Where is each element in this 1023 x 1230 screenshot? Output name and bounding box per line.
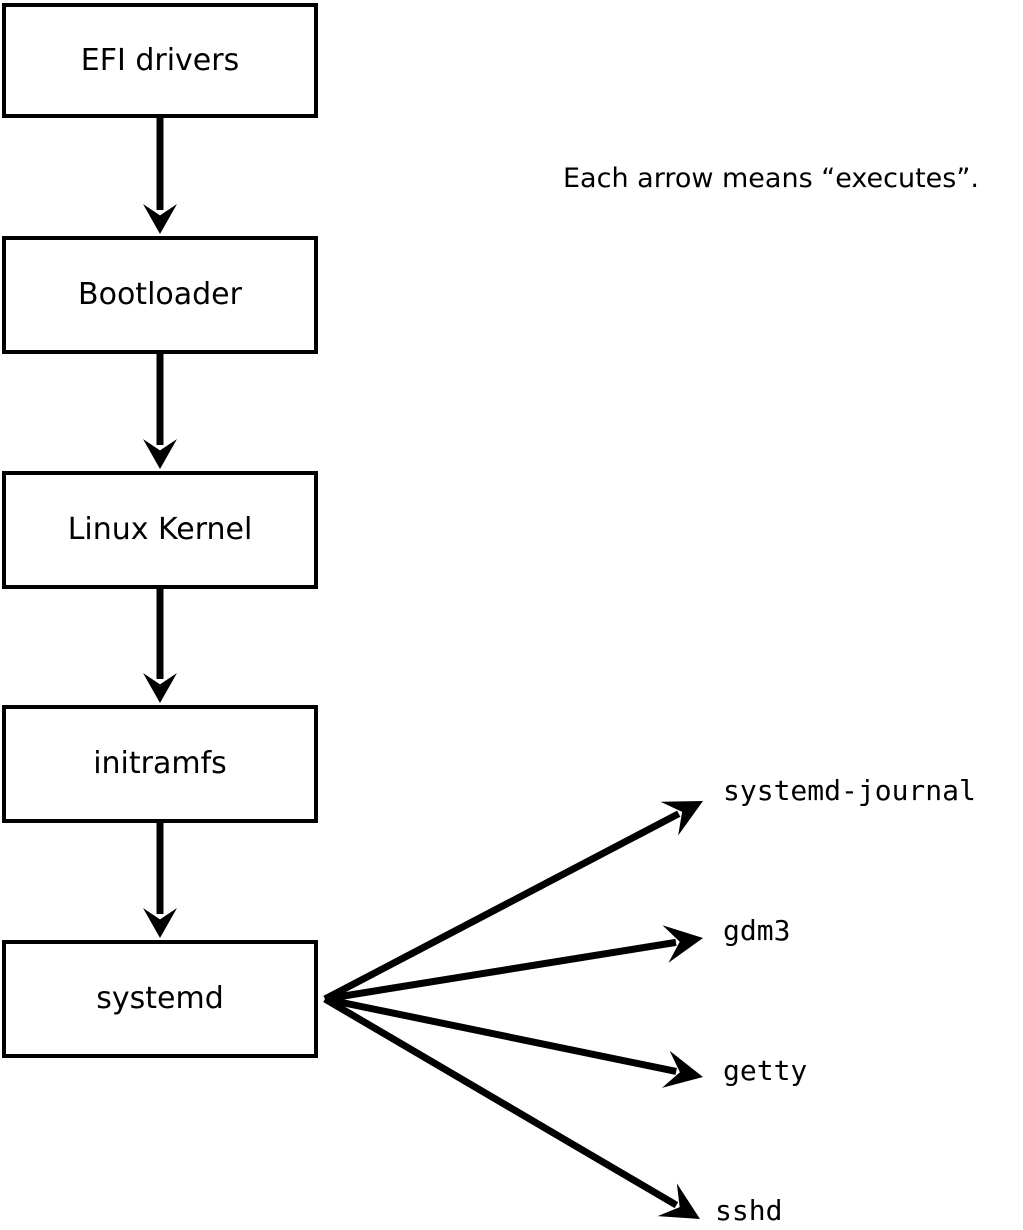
service-arrow-0-shaft: [323, 810, 681, 1003]
bootloader-to-kernel-arrowhead: [143, 439, 177, 469]
stage-label: initramfs: [93, 746, 227, 781]
service-arrow-0-arrowhead: [660, 801, 703, 836]
stage-label: Bootloader: [78, 277, 242, 312]
service-label-systemd-journal: systemd-journal: [723, 774, 976, 807]
efi-to-bootloader-arrowhead: [143, 204, 177, 234]
service-arrow-1-shaft: [324, 938, 677, 1003]
chain-arrow-group: [143, 118, 177, 938]
service-arrow-3-shaft: [323, 995, 679, 1209]
fanout-arrow-group: [323, 801, 703, 1219]
stage-box-bootloader: Bootloader: [2, 236, 318, 354]
stage-label: Linux Kernel: [67, 512, 253, 547]
service-arrow-1-arrowhead: [662, 925, 703, 963]
service-label-getty: getty: [723, 1054, 808, 1087]
diagram-caption: Each arrow means “executes”.: [563, 163, 979, 194]
stage-box-systemd: systemd: [2, 940, 318, 1058]
stage-box-initramfs: initramfs: [2, 705, 318, 823]
kernel-to-initramfs-arrowhead: [143, 673, 177, 703]
service-arrow-2-arrowhead: [661, 1050, 703, 1088]
service-arrow-2-shaft: [324, 995, 677, 1075]
service-arrow-3-arrowhead: [657, 1183, 700, 1219]
stage-box-linux-kernel: Linux Kernel: [2, 471, 318, 589]
stage-label: systemd: [96, 981, 224, 1016]
stage-label: EFI drivers: [80, 42, 240, 78]
initramfs-to-systemd-arrowhead: [143, 908, 177, 938]
service-label-sshd: sshd: [715, 1194, 783, 1227]
stage-box-efi-drivers: EFI drivers: [2, 3, 318, 118]
service-label-gdm3: gdm3: [723, 914, 791, 947]
